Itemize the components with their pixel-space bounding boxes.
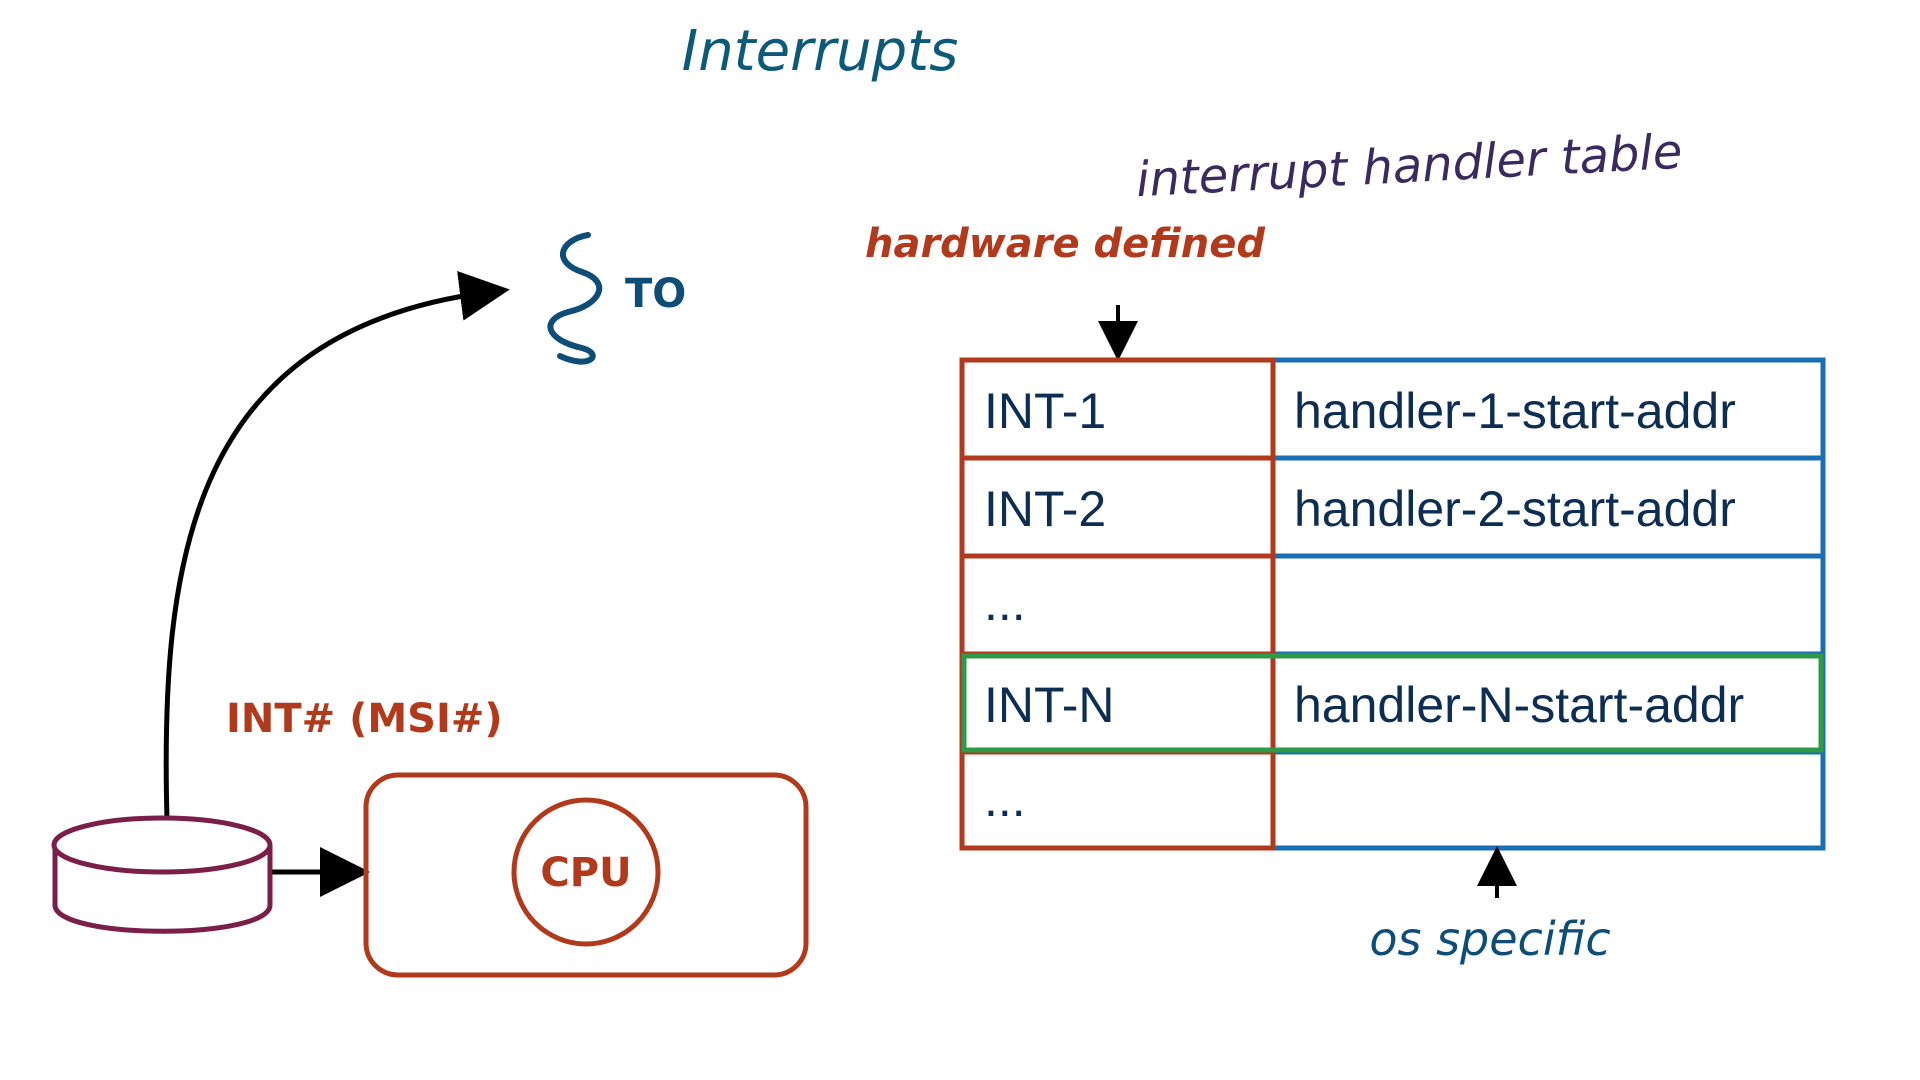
table-row-1-handler: handler-2-start-addr (1294, 481, 1736, 537)
hardware-defined-note: hardware defined (865, 221, 1265, 267)
cpu-label: CPU (540, 850, 631, 896)
thread-label: TO (625, 271, 686, 317)
hardware-defined-note-text: hardware defined (865, 221, 1265, 267)
device-signal-label: INT# (MSI#) (226, 696, 503, 742)
table-row-3-interrupt: INT-N (984, 677, 1115, 733)
cpu-box (363, 772, 809, 978)
table-row-0-interrupt: INT-1 (984, 383, 1106, 439)
page-title: Interrupts (682, 19, 959, 84)
table-row-2-interrupt: ... (984, 575, 1026, 631)
os-specific-note: os specific (1369, 912, 1610, 966)
device-to-thread-arrow (163, 270, 510, 821)
cpu-circle (511, 797, 661, 947)
table-heading: interrupt handler table (1135, 124, 1684, 209)
table-row-4-interrupt: ... (984, 771, 1026, 827)
interrupt-handler-table (959, 357, 1826, 851)
table-row-3-handler: handler-N-start-addr (1294, 677, 1744, 733)
table-row-1-interrupt: INT-2 (984, 481, 1106, 537)
device-icon (51, 815, 273, 934)
highlighted-row (961, 653, 1824, 753)
thread-icon (547, 232, 603, 365)
table-row-0-handler: handler-1-start-addr (1294, 383, 1736, 439)
interrupt-column (959, 357, 1276, 851)
